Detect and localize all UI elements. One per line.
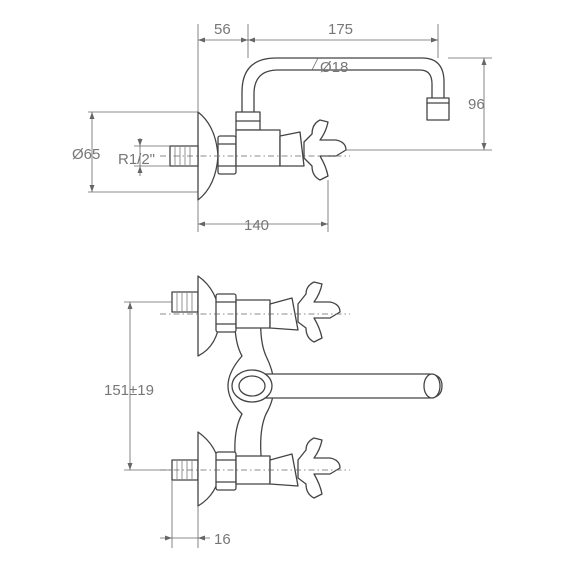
upper-cross-handle: [297, 281, 341, 343]
dim-spout-diameter: Ø18: [320, 59, 348, 76]
side-dimensions: 56 175 Ø18 96 Ø65 R1/2" 140: [72, 21, 492, 234]
dim-spout-reach: 175: [328, 21, 353, 38]
side-view: [160, 57, 450, 201]
front-spout: [247, 373, 443, 399]
upper-valve: [160, 275, 350, 357]
lower-union-nut: [215, 451, 237, 491]
front-dimensions: 151±19 16: [104, 301, 231, 548]
spout-tube: [241, 57, 445, 113]
lower-valve: [160, 431, 350, 507]
dim-escutcheon-diameter: Ø65: [72, 146, 100, 163]
dim-center-distance: 151±19: [104, 382, 154, 399]
union-nut: [217, 135, 237, 175]
front-spout-tip: [423, 373, 441, 399]
spout-aerator: [426, 97, 450, 121]
upper-inlet-thread: [171, 291, 199, 313]
dim-spout-height: 96: [468, 96, 485, 113]
front-view: [160, 275, 443, 507]
upper-union-nut: [215, 293, 237, 333]
dim-thread-size: R1/2": [118, 151, 155, 168]
valve-body: [235, 129, 281, 167]
dim-wall-offset: 56: [214, 21, 231, 38]
lower-cross-handle: [297, 437, 341, 499]
dim-inlet-length: 16: [214, 531, 231, 548]
valve-bonnet: [279, 131, 305, 167]
cross-handle: [303, 119, 347, 181]
dim-body-length: 140: [244, 217, 269, 234]
